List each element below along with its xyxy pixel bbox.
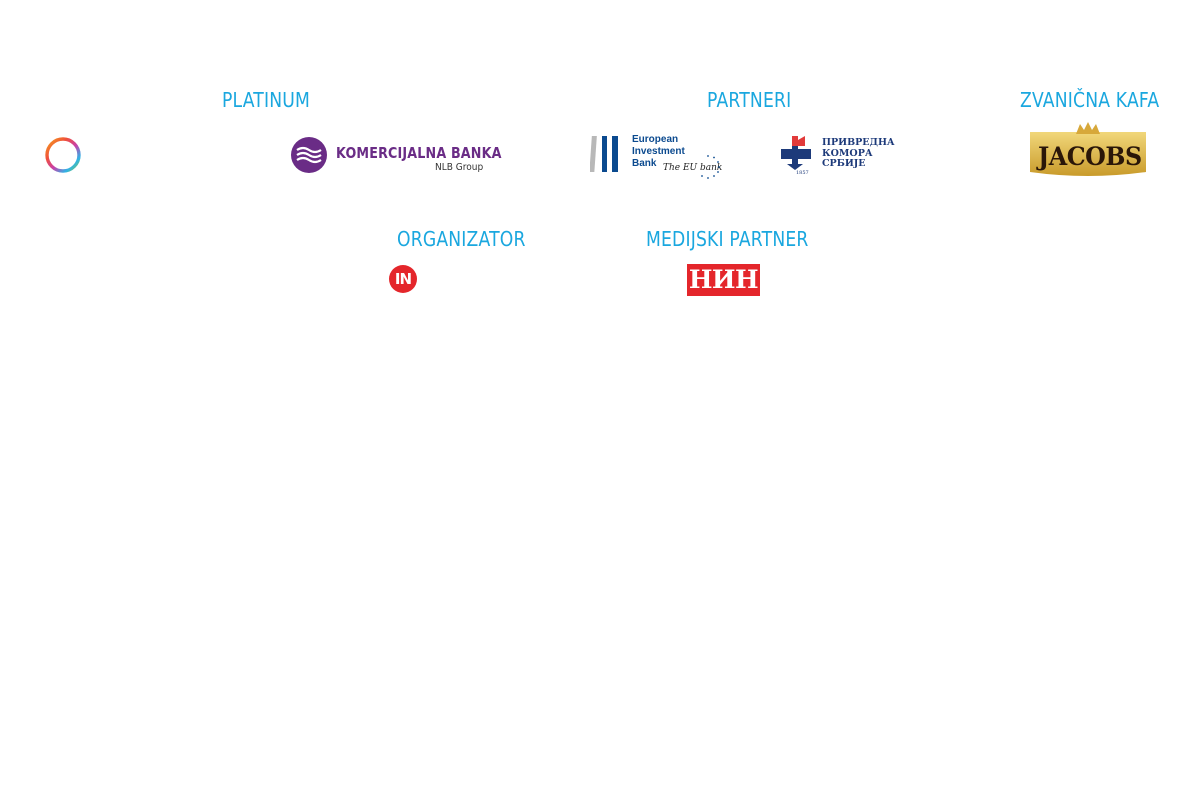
platinum-heading: PLATINUM	[222, 88, 311, 112]
komercijalna-banka-logo[interactable]: KOMERCIJALNA BANKA NLB Group	[290, 134, 501, 178]
zvanicna-kafa-heading: ZVANIČNA KAFA	[1020, 88, 1160, 112]
eib-bars-icon	[590, 136, 618, 172]
color-ring-icon[interactable]	[44, 136, 82, 174]
komercijalna-banka-sub: NLB Group	[435, 162, 484, 173]
partneri-heading: PARTNERI	[707, 88, 792, 112]
in-text: IN	[394, 270, 412, 288]
pks-year: 1857	[796, 170, 809, 176]
medijski-partner-heading: MEDIJSKI PARTNER	[646, 227, 809, 251]
organizator-heading: ORGANIZATOR	[397, 227, 526, 251]
komercijalna-banka-name: KOMERCIJALNA BANKA	[336, 144, 502, 162]
eib-name: European Investment Bank	[632, 134, 685, 169]
jacobs-logo[interactable]: JACOBS	[1028, 122, 1148, 178]
komercijalna-banka-wave-icon	[291, 137, 327, 173]
eu-stars-icon	[701, 155, 720, 179]
pks-name: ПРИВРЕДНА КОМОРА СРБИЈЕ	[822, 137, 895, 169]
pks-cross-icon	[781, 136, 811, 170]
nin-logo[interactable]: НИН	[687, 264, 760, 296]
nin-logo-icon: НИН	[688, 265, 759, 294]
european-investment-bank-logo[interactable]: European Investment Bank The EU bank	[590, 132, 724, 180]
jacobs-crown-icon	[1030, 122, 1146, 176]
jacobs-wordmark: JACOBS	[1038, 142, 1142, 171]
in-badge-icon	[389, 265, 417, 293]
eib-tagline: The EU bank	[663, 163, 723, 173]
in-logo[interactable]: IN	[388, 264, 418, 294]
privredna-komora-srbije-logo[interactable]: 1857 ПРИВРЕДНА КОМОРА СРБИЈЕ	[775, 132, 895, 180]
